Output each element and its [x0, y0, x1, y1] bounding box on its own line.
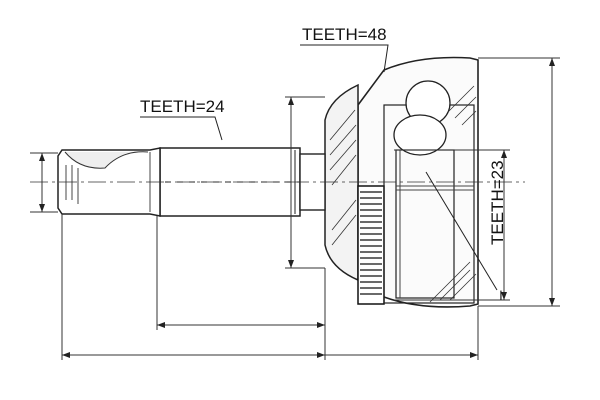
label-teeth-inner: TEETH=23	[488, 160, 507, 245]
thread-cutaway	[64, 151, 149, 169]
abs-ring-teeth	[360, 191, 382, 295]
leader-lines	[140, 44, 498, 291]
label-teeth-shaft: TEETH=24	[140, 97, 225, 116]
dimension-arrows	[39, 58, 555, 358]
dimension-lines	[30, 57, 560, 360]
ball-middle	[393, 114, 447, 156]
label-dash: –	[490, 290, 509, 300]
flange-hatching	[329, 109, 357, 246]
abs-ring	[357, 185, 385, 305]
label-teeth-outer: TEETH=48	[302, 25, 387, 44]
housing-flange	[324, 83, 359, 282]
housing-hatching	[429, 85, 477, 303]
